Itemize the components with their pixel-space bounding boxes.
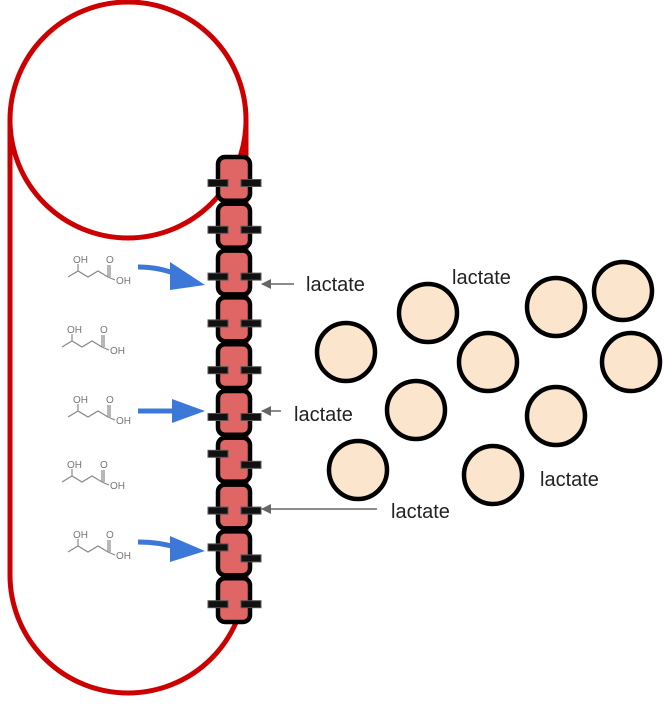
hydroxyl-label: OH [73,530,88,541]
lactate-label: lactate [452,267,511,289]
neighbor-cell [524,384,588,448]
molecule-skeleton [67,404,116,421]
neighbor-cell [314,320,378,384]
lactate-label: lactate [540,469,599,491]
channel-segment [207,482,262,531]
connector-right [240,506,262,515]
channel-segment [207,248,262,297]
carbonyl-label: O [106,255,114,266]
connector-right [240,272,262,281]
acid-label: OH [116,276,131,287]
connector-right [240,600,262,609]
lactate-labels: lactate lactate lactate lactate lactate [261,267,599,523]
connector-right [240,413,262,421]
connector-left [207,225,229,234]
carbonyl-label: O [106,530,114,541]
connector-right [240,179,262,187]
molecule-skeleton [67,539,116,556]
influx-arrows [137,262,205,562]
channel-segment [207,575,262,625]
membrane-top-circle [7,0,249,241]
influx-arrow [137,262,205,290]
neighbor-cell [396,281,460,345]
segment-body [215,575,253,625]
segment-body [215,295,253,344]
neighbor-cell [456,330,520,394]
connector-left [207,366,229,375]
acid-label: OH [116,551,131,562]
hydroxyl-label: OH [67,460,82,471]
influx-arrow [138,399,205,423]
segment-body [215,435,253,484]
neighbor-cell [461,443,525,507]
segment-body [215,341,253,391]
connector-right [240,225,262,234]
connector-left [207,319,229,328]
connector-left [207,600,229,609]
channel-segment [207,388,262,438]
molecule-skeleton [61,469,110,486]
neighbor-cell [599,330,663,394]
channel-segment [207,154,262,204]
lactate-label: lactate [294,404,353,426]
channel-segment [207,435,262,484]
hydroxyl-label: OH [73,395,88,406]
connector-left [207,449,229,458]
connector-left [207,506,229,515]
channel-segment [207,341,262,391]
transporter-channel [207,154,262,625]
lactate-label: lactate [306,274,365,296]
segment-body [215,154,253,204]
channel-segment [207,295,262,344]
hydroxyl-label: OH [73,255,88,266]
neighbor-cell [524,275,588,339]
acid-label: OH [116,416,131,427]
connector-left [207,179,229,187]
segment-body [215,388,253,438]
connector-left [207,413,229,421]
neighbor-cell [591,259,655,323]
connector-right [240,554,262,563]
hydroxyl-label: OH [67,325,82,336]
molecule-skeleton [61,334,110,351]
carbonyl-label: O [100,325,108,336]
segment-body [215,201,253,250]
molecule-skeleton [67,264,116,281]
neighbor-cell [326,438,390,502]
connector-left [207,272,229,281]
segment-body [215,482,253,531]
connector-right [240,366,262,375]
segment-body [215,248,253,297]
acid-label: OH [110,346,125,357]
segment-body [215,529,253,578]
cell-membrane [7,0,249,696]
neighbor-cells [314,259,663,507]
carbonyl-label: O [100,460,108,471]
lactate-label: lactate [391,501,450,523]
channel-segment [207,201,262,250]
acid-label: OH [110,481,125,492]
influx-arrow [137,536,205,562]
connector-right [240,460,262,469]
carbonyl-label: O [106,395,114,406]
neighbor-cell [384,378,448,442]
channel-segment [207,529,262,578]
connector-left [207,543,229,552]
connector-right [240,319,262,328]
